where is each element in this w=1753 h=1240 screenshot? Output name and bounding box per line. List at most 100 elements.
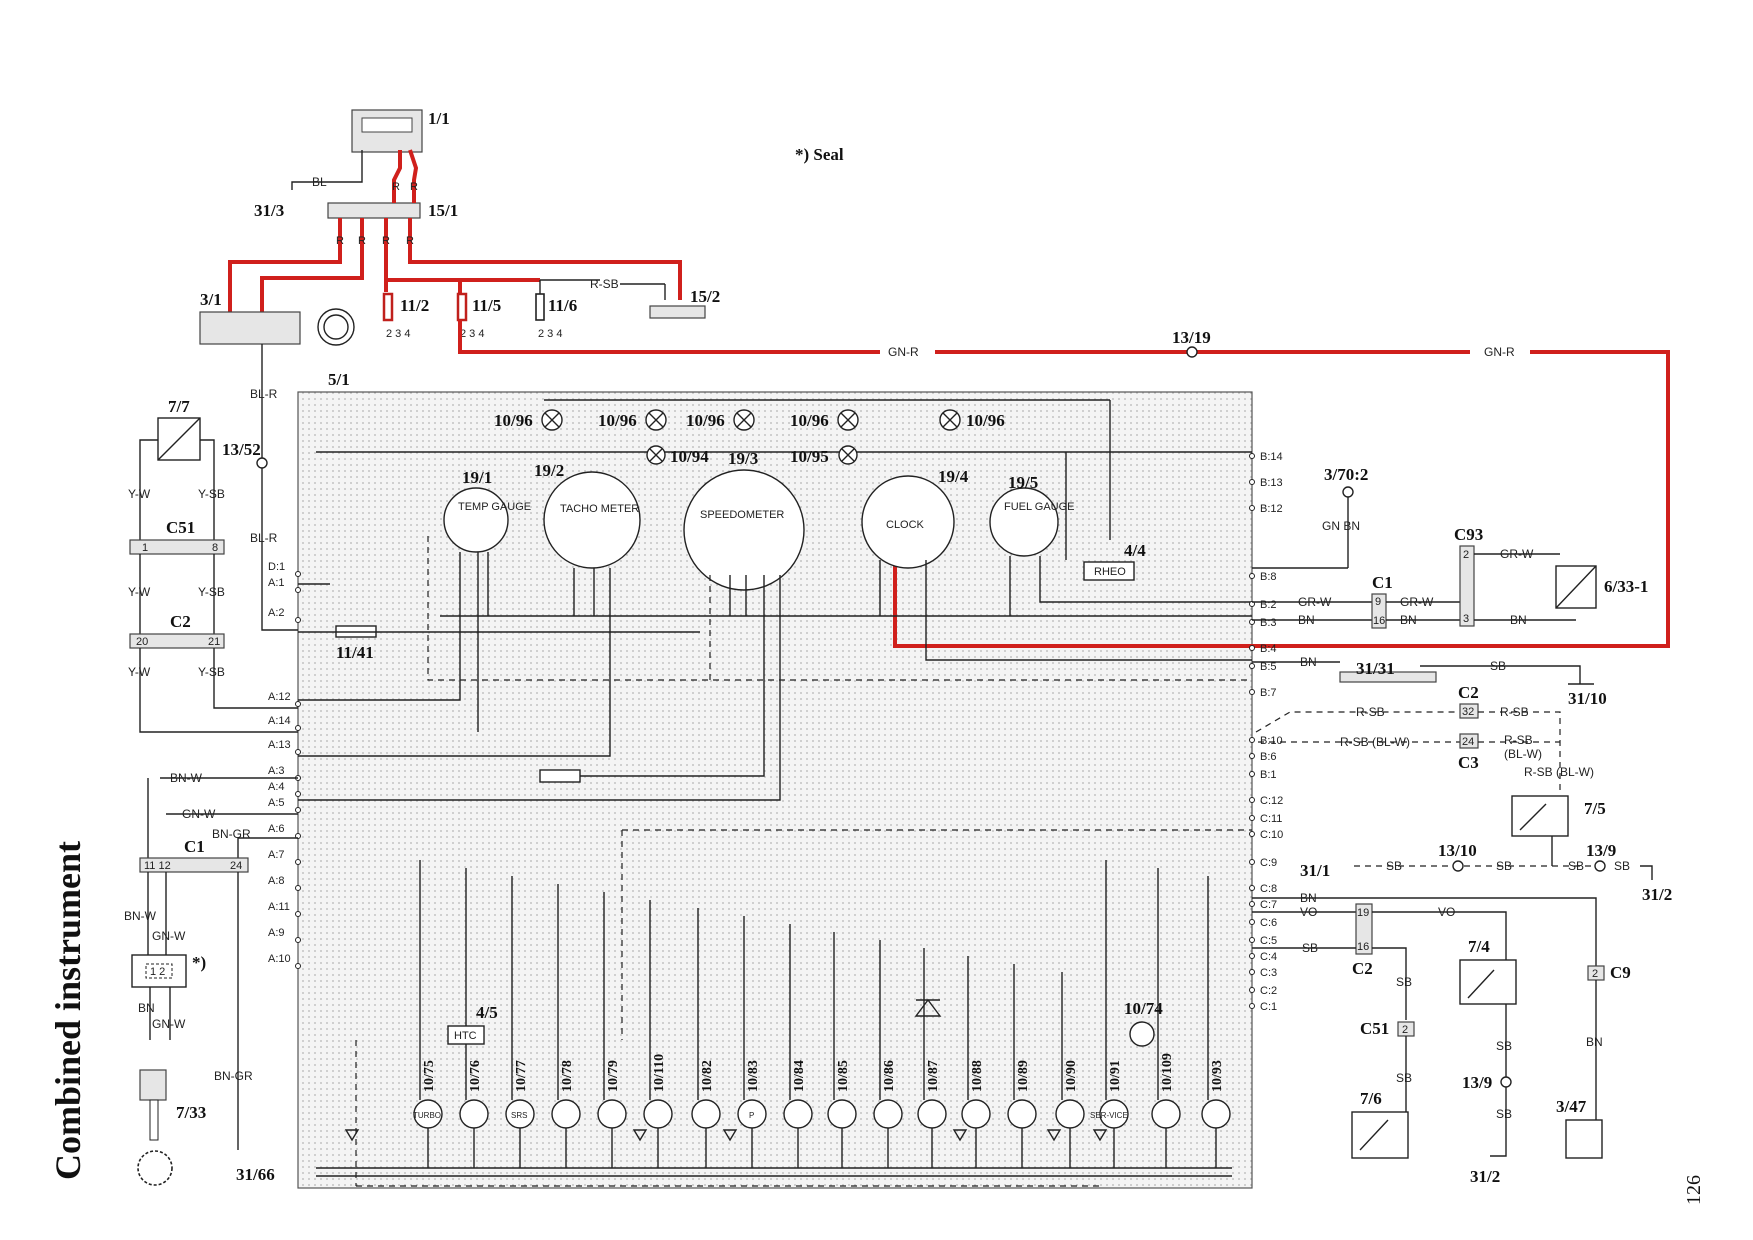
label-c3-right: C3 — [1458, 753, 1479, 772]
right-pin-label: B:10 — [1260, 735, 1283, 747]
c2l-pin-21: 21 — [208, 636, 220, 648]
bulb-label: 10/96 — [686, 411, 725, 430]
connector-c1-left — [139, 857, 249, 873]
wire-sb-4: SB — [1568, 859, 1584, 873]
wire-bl: BL — [312, 175, 327, 189]
label-10-94: 10/94 — [670, 447, 709, 466]
lamp-icon-text: TURBO — [413, 1111, 441, 1120]
c2b-pin-16: 16 — [1357, 941, 1369, 953]
label-7-5: 7/5 — [1584, 799, 1606, 818]
c51-pin-1: 1 — [142, 542, 148, 554]
left-pin-label: A:1 — [268, 577, 285, 589]
pin-marker — [295, 617, 301, 623]
connector-c51 — [129, 539, 225, 555]
wire-bn-4: BN — [1300, 655, 1317, 669]
label-15-1: 15/1 — [428, 201, 458, 220]
pin-marker — [295, 937, 301, 943]
wire-sb-3: SB — [1496, 859, 1512, 873]
right-pin-label: C:11 — [1260, 813, 1282, 825]
wire-vo-2: VO — [1438, 905, 1455, 919]
right-pin-label: B:14 — [1260, 451, 1283, 463]
label-c2-bottom: C2 — [1352, 959, 1373, 978]
c3r-pin-24: 24 — [1462, 736, 1474, 748]
pin-marker — [1249, 771, 1255, 777]
label-7-7: 7/7 — [168, 397, 190, 416]
label-31-10: 31/10 — [1568, 689, 1607, 708]
fuse-pins-3: 2 3 4 — [538, 328, 562, 340]
pin-marker — [1249, 987, 1255, 993]
c2l-pin-20: 20 — [136, 636, 148, 648]
left-pin-labels: D:1A:1A:2A:12A:14A:13A:3A:4A:5A:6A:7A:8A… — [268, 561, 301, 969]
junction-13-19 — [1186, 346, 1198, 358]
left-pin-label: A:12 — [268, 691, 291, 703]
right-pin-label: B:13 — [1260, 477, 1283, 489]
diode-icon — [914, 998, 942, 1017]
warning-lamp — [961, 1099, 991, 1129]
label-19-2: 19/2 — [534, 461, 564, 480]
left-pin-label: A:7 — [268, 849, 285, 861]
tachometer — [543, 471, 641, 569]
label-7-4: 7/4 — [1468, 937, 1490, 956]
gear-icon — [137, 1150, 173, 1186]
pin-marker — [1249, 645, 1255, 651]
left-pin-label: D:1 — [268, 561, 285, 573]
lamp-label: 10/86 — [882, 1060, 897, 1092]
right-pin-label: C:7 — [1260, 899, 1277, 911]
c2b-pin-19: 19 — [1357, 907, 1369, 919]
pin-marker — [1249, 901, 1255, 907]
right-pin-label: C:6 — [1260, 917, 1277, 929]
warning-lamp — [459, 1099, 489, 1129]
label-c51: C51 — [166, 518, 195, 537]
rheo-label: RHEO — [1094, 566, 1126, 578]
wire-vo-1: VO — [1300, 905, 1317, 919]
label-c1-left: C1 — [184, 837, 205, 856]
lamp-label: 10/76 — [468, 1060, 483, 1092]
right-pin-label: C:9 — [1260, 857, 1277, 869]
wire-r-1: R — [392, 181, 400, 193]
speedo-label: SPEEDOMETER — [700, 509, 784, 521]
ground-icon — [344, 1129, 360, 1142]
label-4-4: 4/4 — [1124, 541, 1146, 560]
pin-marker — [295, 701, 301, 707]
pin-marker — [295, 859, 301, 865]
right-pin-label: C:12 — [1260, 795, 1283, 807]
label-c2-left: C2 — [170, 612, 191, 631]
connector-c2-left — [129, 633, 225, 649]
pin-marker — [1249, 919, 1255, 925]
right-pin-label: B:7 — [1260, 687, 1277, 699]
connector-c93 — [1459, 545, 1475, 627]
wire-y-sb-2: Y-SB — [198, 585, 225, 599]
connector-c2-right — [1459, 703, 1479, 719]
panel-resistor — [539, 769, 581, 783]
pin-marker — [1249, 831, 1255, 837]
fuse-11-5 — [456, 292, 468, 322]
htc-label: HTC — [454, 1030, 477, 1042]
temp-gauge-label: TEMP GAUGE — [458, 501, 531, 513]
label-13-19: 13/19 — [1172, 328, 1211, 347]
lamp-label: 10/84 — [792, 1060, 807, 1092]
wire-sb-8: SB — [1496, 1039, 1512, 1053]
wire-r-4: R — [358, 235, 366, 247]
wire-gn-bn: GN BN — [1322, 519, 1360, 533]
wire-y-w-2: Y-W — [128, 585, 151, 599]
wire-r-sb-3: R-SB — [1500, 705, 1529, 719]
pin-marker — [1249, 937, 1255, 943]
warning-lamp — [873, 1099, 903, 1129]
label-13-52: 13/52 — [222, 440, 261, 459]
right-pin-label: C:2 — [1260, 985, 1277, 997]
label-c51-bottom: C51 — [1360, 1019, 1389, 1038]
label-7-6: 7/6 — [1360, 1089, 1382, 1108]
right-pin-label: C:8 — [1260, 883, 1277, 895]
ground-icon — [1092, 1129, 1108, 1142]
wire-gn-r-1: GN-R — [888, 345, 919, 359]
left-pin-label: A:10 — [268, 953, 291, 965]
lamp-label: 10/93 — [1210, 1060, 1225, 1092]
warning-lamp — [597, 1099, 627, 1129]
wire-r-sb: R-SB — [590, 277, 619, 291]
label-31-2a: 31/2 — [1642, 885, 1672, 904]
wire-r-5: R — [382, 235, 390, 247]
label-6-33-1: 6/33-1 — [1604, 577, 1648, 596]
left-pin-label: A:8 — [268, 875, 285, 887]
c2r-pin-32: 32 — [1462, 706, 1474, 718]
